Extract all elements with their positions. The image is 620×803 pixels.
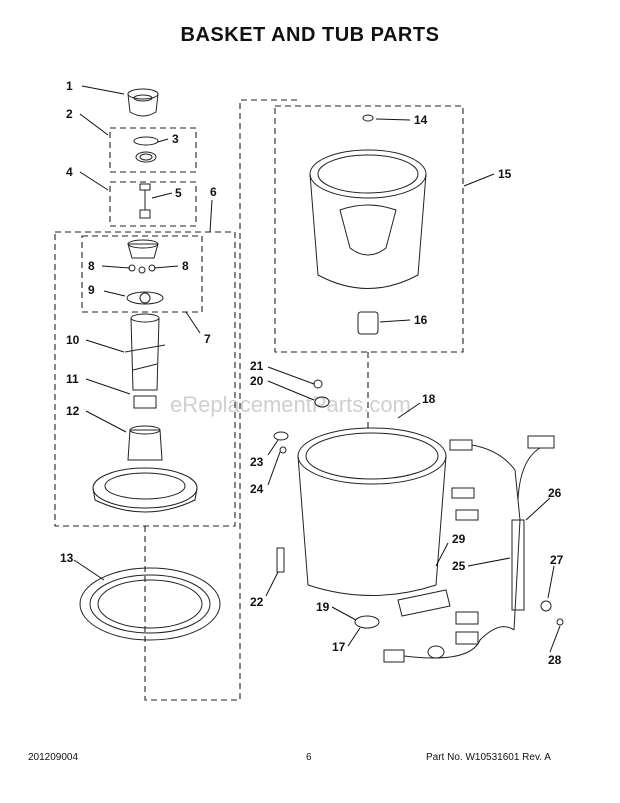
group-box-2	[109, 127, 197, 173]
callout-28: 28	[548, 653, 562, 667]
agitator-base-part	[92, 395, 198, 513]
callout-10: 10	[66, 333, 80, 347]
callout-14: 14	[414, 113, 428, 127]
callout-2: 2	[66, 107, 73, 121]
callout-3: 3	[172, 132, 179, 146]
callout-20: 20	[250, 374, 264, 388]
callout-26: 26	[548, 486, 562, 500]
callout-11: 11	[66, 372, 79, 386]
agitator-auger-part	[124, 313, 166, 391]
callout-6: 6	[210, 185, 217, 199]
callout-24: 24	[250, 482, 264, 496]
callout-23: 23	[250, 455, 264, 469]
outer-tub-part	[297, 379, 451, 629]
callout-5: 5	[175, 186, 182, 200]
balance-ring-part	[79, 567, 221, 641]
seal-ring-parts	[133, 136, 159, 163]
footer-part-number: Part No. W10531601 Rev. A	[426, 752, 551, 763]
callout-16: 16	[414, 313, 428, 327]
group-box-15	[274, 105, 464, 353]
callout-labels: 1 2 3 4 5 6 7 8 8 9 10 11 12 13 14 15 16…	[60, 79, 564, 667]
assembly-outline	[144, 99, 300, 701]
bolt-washer-parts	[139, 183, 151, 219]
callout-7: 7	[204, 332, 211, 346]
callout-17: 17	[332, 640, 346, 654]
callout-27: 27	[550, 553, 564, 567]
footer-page-number: 6	[306, 752, 312, 763]
callout-29: 29	[452, 532, 466, 546]
wire-harness-part	[383, 435, 564, 663]
callout-1: 1	[66, 79, 73, 93]
basket-part	[309, 114, 427, 335]
callout-21: 21	[250, 359, 264, 373]
callout-19: 19	[316, 600, 330, 614]
callout-12: 12	[66, 404, 80, 418]
callout-22: 22	[250, 595, 264, 609]
callout-4: 4	[66, 165, 73, 179]
footer-doc-number: 201209004	[28, 752, 79, 763]
agitator-cam-parts	[126, 239, 164, 305]
callout-9: 9	[88, 283, 95, 297]
callout-25: 25	[452, 559, 466, 573]
watermark: eReplacementParts.com	[170, 392, 411, 417]
callout-15: 15	[498, 167, 512, 181]
leader-lines	[73, 85, 561, 653]
agitator-cap-part	[127, 88, 159, 117]
group-box-4	[109, 181, 197, 227]
callout-13: 13	[60, 551, 74, 565]
callout-8-right: 8	[182, 259, 189, 273]
callout-8-left: 8	[88, 259, 95, 273]
group-box-7	[81, 235, 203, 313]
callout-18: 18	[422, 392, 436, 406]
page-title: BASKET AND TUB PARTS	[180, 24, 440, 46]
hardware-parts	[273, 431, 289, 573]
